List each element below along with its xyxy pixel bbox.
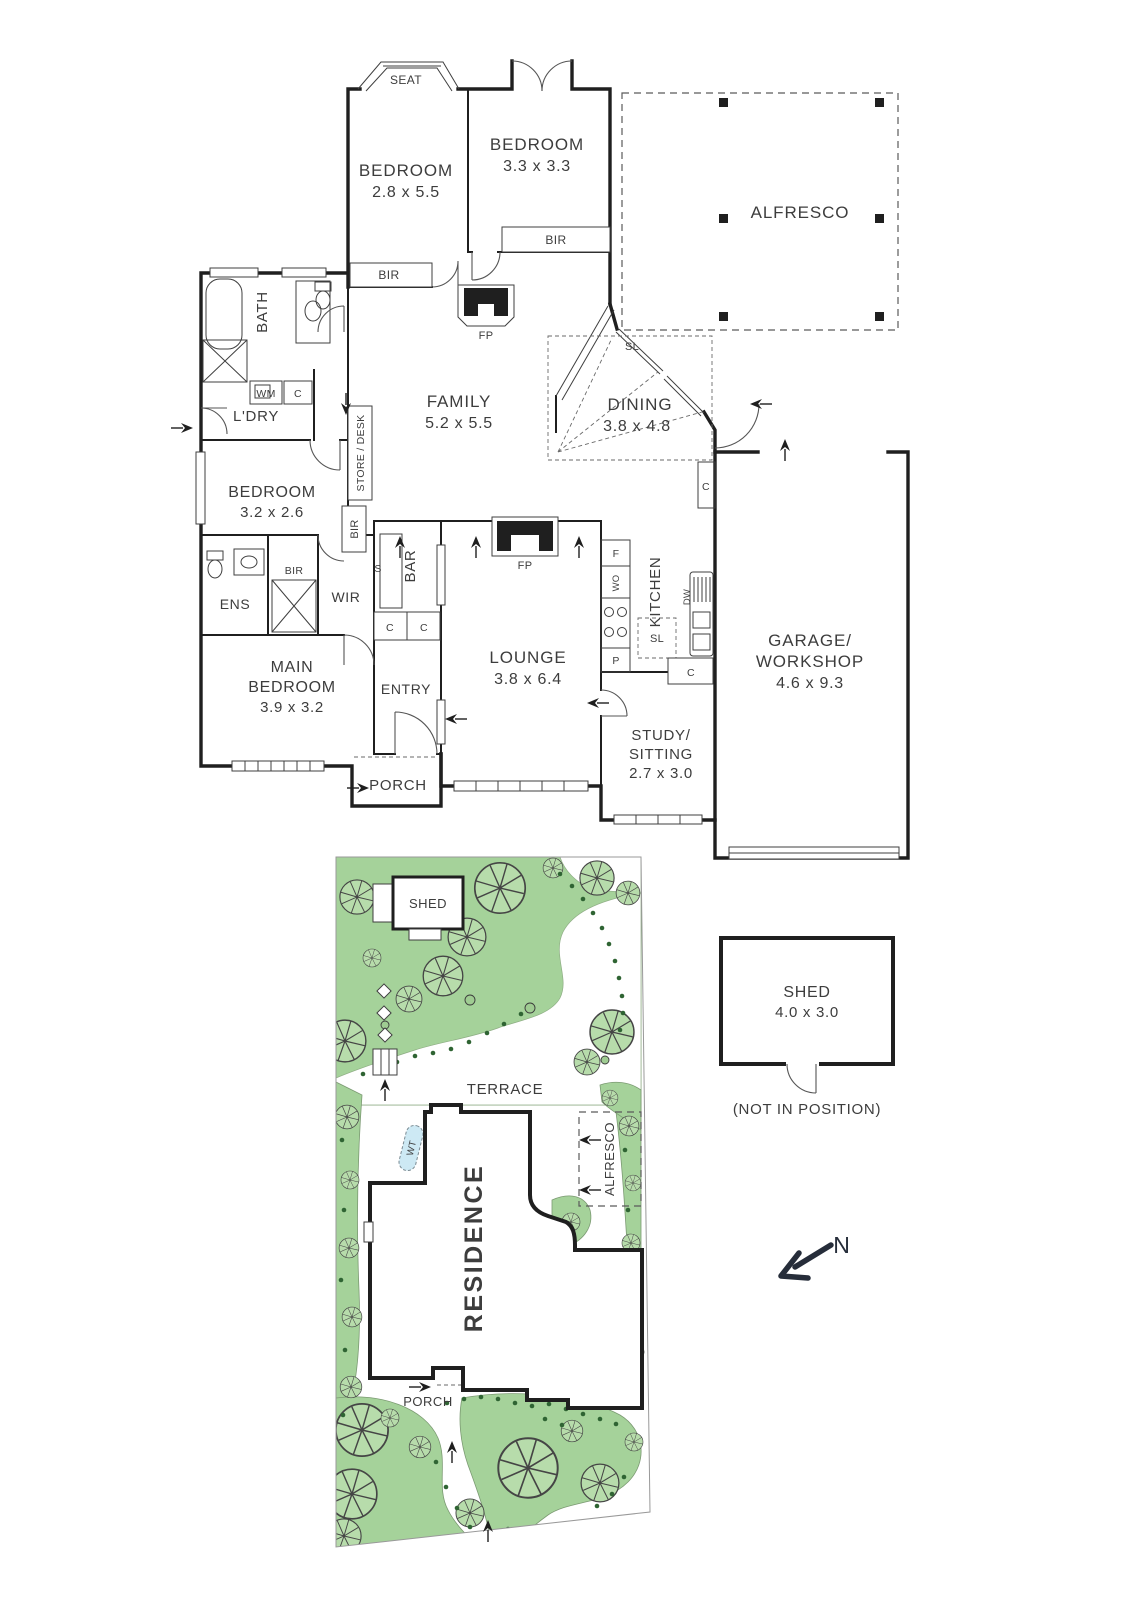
store-desk-cupboard bbox=[347, 405, 373, 501]
bir-bedroom-a bbox=[349, 262, 433, 288]
shed-step bbox=[372, 883, 394, 923]
dims-bedroom-c: 3.2 x 2.6 bbox=[240, 504, 304, 521]
room-label-family: FAMILY bbox=[427, 392, 492, 411]
site-shed bbox=[391, 875, 465, 931]
water-tank: WT bbox=[398, 1124, 424, 1172]
label-c-bath: C bbox=[294, 388, 302, 400]
residence-outline bbox=[368, 1103, 644, 1410]
room-label-bedroom-a: BEDROOM bbox=[359, 161, 453, 180]
label-fp-lounge: FP bbox=[518, 560, 533, 572]
room-label-bar: BAR bbox=[402, 550, 419, 583]
label-store-desk: STORE / DESK bbox=[355, 415, 367, 492]
label-site-shed: SHED bbox=[409, 896, 447, 911]
room-label-bedroom-b: BEDROOM bbox=[490, 135, 584, 154]
room-label-study-1: STUDY/ bbox=[631, 727, 690, 744]
room-label-ens: ENS bbox=[220, 596, 251, 612]
label-skylight-dining: SL bbox=[625, 341, 639, 353]
note-detached-shed: (NOT IN POSITION) bbox=[733, 1101, 881, 1118]
label-residence: RESIDENCE bbox=[460, 1164, 488, 1332]
room-label-main-2: BEDROOM bbox=[248, 679, 336, 696]
bir-bedroom-b bbox=[501, 226, 611, 253]
dims-bedroom-a: 2.8 x 5.5 bbox=[372, 184, 440, 201]
room-label-lounge: LOUNGE bbox=[489, 648, 566, 667]
room-label-dining: DINING bbox=[608, 395, 673, 414]
cupboard-entry-2 bbox=[406, 611, 441, 641]
room-label-kitchen: KITCHEN bbox=[647, 557, 664, 628]
label-sl-kitchen: SL bbox=[650, 633, 664, 645]
dims-main: 3.9 x 3.2 bbox=[260, 699, 324, 716]
label-p: P bbox=[612, 655, 619, 667]
house-floor-plan: ALFRESCO SEAT bbox=[170, 59, 910, 860]
dims-family: 5.2 x 5.5 bbox=[425, 415, 493, 432]
room-label-alfresco: ALFRESCO bbox=[751, 203, 850, 222]
label-site-porch: PORCH bbox=[403, 1394, 452, 1409]
label-wt: WT bbox=[405, 1140, 419, 1157]
label-c-entry1: C bbox=[386, 622, 394, 634]
label-terrace: TERRACE bbox=[467, 1081, 544, 1098]
room-label-entry: ENTRY bbox=[381, 681, 431, 697]
label-wo: WO bbox=[611, 575, 622, 592]
label-seat: SEAT bbox=[390, 73, 422, 87]
label-site-alfresco: ALFRESCO bbox=[602, 1122, 617, 1196]
label-fp-family: FP bbox=[479, 330, 494, 342]
dims-garage: 4.6 x 9.3 bbox=[776, 675, 844, 692]
label-bir-hall: BIR bbox=[349, 519, 361, 538]
room-label-wir: WIR bbox=[331, 589, 360, 605]
dims-bedroom-b: 3.3 x 3.3 bbox=[503, 158, 571, 175]
kitchen-fixtures: F WO P C DW SL C KITCHEN bbox=[600, 461, 716, 685]
label-north: N bbox=[833, 1232, 851, 1258]
dims-detached-shed: 4.0 x 3.0 bbox=[775, 1004, 839, 1021]
room-label-porch: PORCH bbox=[369, 777, 427, 794]
label-s: S bbox=[374, 563, 381, 575]
bar-bench bbox=[379, 533, 403, 609]
label-c-kitchen-bottom: C bbox=[687, 667, 695, 679]
label-c-entry2: C bbox=[420, 622, 428, 634]
site-alfresco: ALFRESCO bbox=[578, 1111, 642, 1207]
room-label-bedroom-c: BEDROOM bbox=[228, 484, 316, 501]
north-arrow: N bbox=[778, 1232, 851, 1281]
stepping-stones bbox=[372, 983, 398, 1102]
lounge-fireplace: FP bbox=[491, 516, 559, 572]
bir-hall bbox=[341, 505, 367, 553]
alfresco-area: ALFRESCO bbox=[621, 92, 899, 331]
label-f: F bbox=[613, 548, 620, 560]
label-bir-main: BIR bbox=[285, 565, 304, 577]
room-label-ldry: L'DRY bbox=[233, 408, 279, 425]
bay-window: SEAT bbox=[357, 61, 460, 92]
dims-lounge: 3.8 x 6.4 bbox=[494, 671, 562, 688]
room-label-garage-1: GARAGE/ bbox=[768, 631, 852, 650]
bath-fixtures: BATH WM C L'DRY bbox=[202, 278, 332, 425]
room-label-garage-2: WORKSHOP bbox=[756, 652, 864, 671]
dining-bay: SL bbox=[547, 305, 713, 461]
room-label-study-2: SITTING bbox=[629, 746, 693, 763]
room-label-bath: BATH bbox=[254, 291, 271, 333]
family-fireplace: FP bbox=[457, 284, 515, 342]
detached-shed: SHED 4.0 x 3.0 (NOT IN POSITION) bbox=[719, 936, 895, 1118]
site-plan: SHED WT TERRACE RESIDENCE PORCH AL bbox=[335, 856, 895, 1548]
ens-wir: ENS BIR WIR bbox=[206, 548, 360, 633]
dims-study: 2.7 x 3.0 bbox=[629, 765, 693, 782]
label-c-kitchen-top: C bbox=[702, 481, 710, 493]
label-wm: WM bbox=[256, 388, 275, 400]
dims-dining: 3.8 x 4.8 bbox=[603, 418, 671, 435]
label-bir-b: BIR bbox=[545, 233, 566, 247]
label-dw: DW bbox=[682, 589, 693, 605]
label-detached-shed: SHED bbox=[783, 984, 830, 1001]
room-label-main-1: MAIN bbox=[271, 659, 314, 676]
label-bir-a: BIR bbox=[378, 268, 399, 282]
